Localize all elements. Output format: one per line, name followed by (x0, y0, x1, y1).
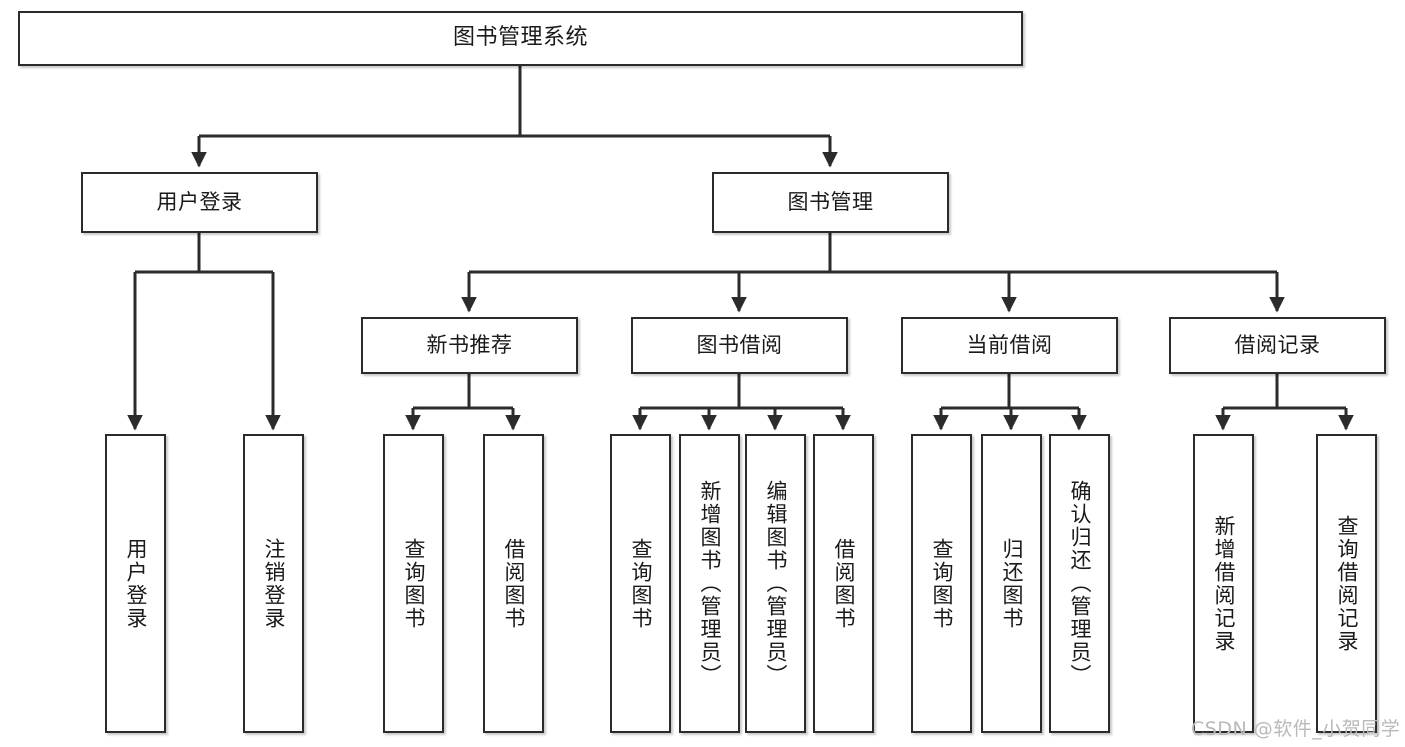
node-leaf-edit-book-admin[interactable]: 编辑图书（管理员） (745, 434, 806, 733)
node-leaf-return-book-label: 归还图书 (1000, 537, 1024, 630)
node-borrow-record[interactable]: 借阅记录 (1169, 317, 1386, 374)
node-book-borrow[interactable]: 图书借阅 (631, 317, 848, 374)
node-user-login-label: 用户登录 (156, 189, 243, 214)
node-leaf-query-book-3-label: 查询图书 (930, 537, 954, 630)
node-leaf-borrow-book-2-label: 借阅图书 (832, 537, 856, 630)
node-leaf-add-book-admin-label: 新增图书（管理员） (698, 480, 722, 687)
node-leaf-confirm-return-admin[interactable]: 确认归还（管理员） (1049, 434, 1110, 733)
node-leaf-confirm-return-admin-label: 确认归还（管理员） (1068, 480, 1092, 687)
node-current-borrow[interactable]: 当前借阅 (901, 317, 1118, 374)
csdn-watermark: CSDN @软件_小贺同学 (1191, 718, 1401, 740)
node-leaf-borrow-book-2[interactable]: 借阅图书 (813, 434, 874, 733)
node-current-borrow-label: 当前借阅 (966, 332, 1053, 357)
node-leaf-query-book-1-label: 查询图书 (402, 537, 426, 630)
node-root-system[interactable]: 图书管理系统 (18, 11, 1023, 66)
node-leaf-query-book-2-label: 查询图书 (629, 537, 653, 630)
node-leaf-return-book[interactable]: 归还图书 (981, 434, 1042, 733)
node-leaf-add-book-admin[interactable]: 新增图书（管理员） (679, 434, 740, 733)
node-leaf-user-login[interactable]: 用户登录 (105, 434, 166, 733)
node-book-borrow-label: 图书借阅 (696, 332, 783, 357)
node-leaf-query-book-3[interactable]: 查询图书 (911, 434, 972, 733)
node-leaf-query-book-2[interactable]: 查询图书 (610, 434, 671, 733)
node-leaf-user-login-label: 用户登录 (124, 537, 148, 630)
node-new-book-recommend[interactable]: 新书推荐 (361, 317, 578, 374)
node-leaf-edit-book-admin-label: 编辑图书（管理员） (764, 480, 788, 687)
node-leaf-logout-login-label: 注销登录 (262, 537, 286, 630)
node-book-manage-label: 图书管理 (787, 189, 874, 214)
node-user-login[interactable]: 用户登录 (81, 172, 318, 233)
node-leaf-query-book-1[interactable]: 查询图书 (383, 434, 444, 733)
node-leaf-borrow-book-1[interactable]: 借阅图书 (483, 434, 544, 733)
node-leaf-add-borrow-record[interactable]: 新增借阅记录 (1193, 434, 1254, 733)
node-leaf-add-borrow-record-label: 新增借阅记录 (1212, 514, 1236, 653)
node-leaf-query-borrow-record-label: 查询借阅记录 (1335, 514, 1359, 653)
node-leaf-query-borrow-record[interactable]: 查询借阅记录 (1316, 434, 1377, 733)
node-leaf-logout-login[interactable]: 注销登录 (243, 434, 304, 733)
node-leaf-borrow-book-1-label: 借阅图书 (502, 537, 526, 630)
node-root-system-label: 图书管理系统 (452, 25, 588, 51)
node-borrow-record-label: 借阅记录 (1234, 332, 1321, 357)
node-book-manage[interactable]: 图书管理 (712, 172, 949, 233)
node-new-book-recommend-label: 新书推荐 (426, 332, 513, 357)
